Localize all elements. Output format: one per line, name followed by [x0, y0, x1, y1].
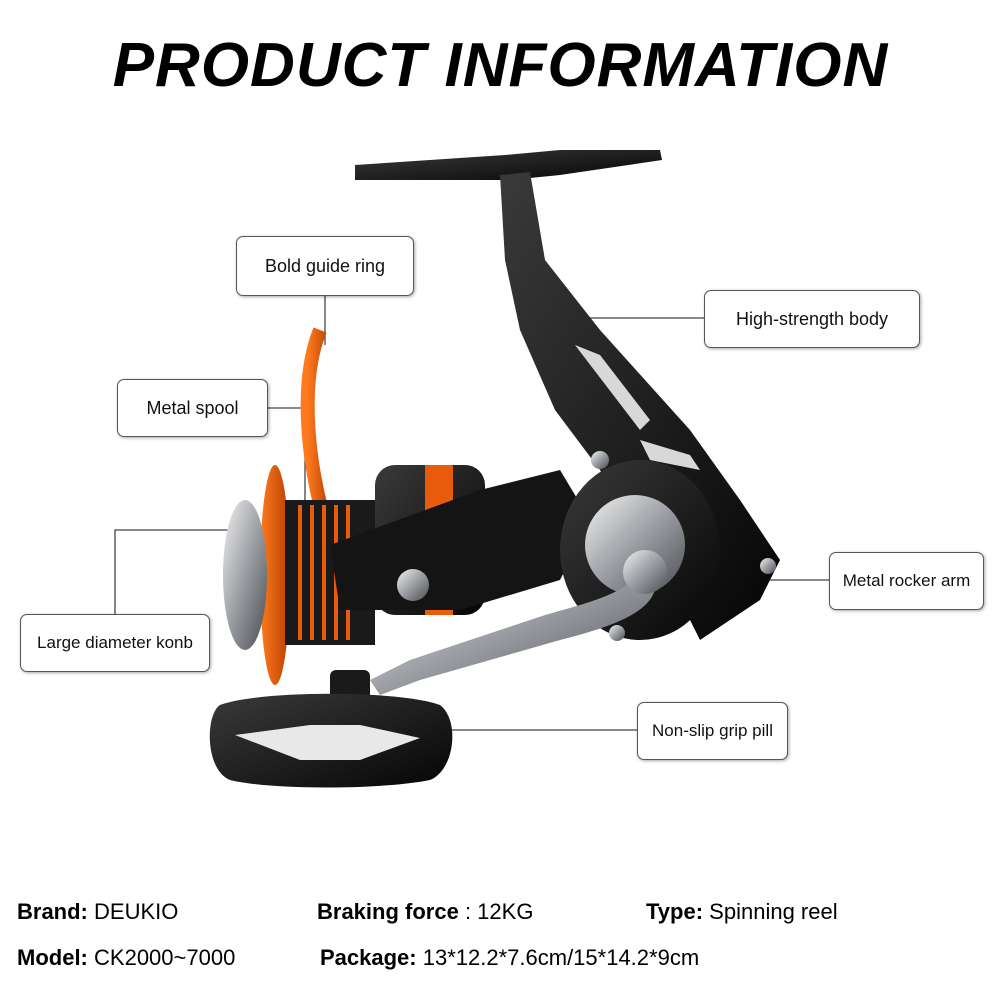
spec-brand-value: DEUKIO [94, 899, 179, 924]
spec-braking-force-label: Braking force [317, 899, 459, 924]
callout-non-slip-grip: Non-slip grip pill [637, 702, 788, 760]
spec-type-value: Spinning reel [709, 899, 838, 924]
spec-type: Type: Spinning reel [646, 899, 838, 925]
spec-type-label: Type: [646, 899, 704, 924]
callout-high-strength-body: High-strength body [704, 290, 920, 348]
page-title: PRODUCT INFORMATION [112, 31, 889, 100]
spec-model-label: Model: [17, 945, 88, 970]
callout-metal-rocker-arm: Metal rocker arm [829, 552, 984, 610]
callout-bold-guide-ring: Bold guide ring [236, 236, 414, 296]
spec-package-label: Package: [320, 945, 417, 970]
spec-braking-force: Braking force : 12KG [317, 899, 533, 925]
handle-arm [370, 560, 656, 695]
spec-brand: Brand: DEUKIO [17, 899, 178, 925]
spec-model: Model: CK2000~7000 [17, 945, 235, 971]
spec-model-value: CK2000~7000 [94, 945, 236, 970]
callout-large-diameter-knob: Large diameter konb [20, 614, 210, 672]
spec-braking-force-value: : 12KG [464, 899, 534, 924]
spec-brand-label: Brand: [17, 899, 88, 924]
reel-rotor [330, 465, 590, 615]
spec-package: Package: 13*12.2*7.6cm/15*14.2*9cm [320, 945, 699, 971]
handle-knob [209, 670, 453, 788]
callout-metal-spool: Metal spool [117, 379, 268, 437]
spec-package-value: 13*12.2*7.6cm/15*14.2*9cm [422, 945, 700, 970]
